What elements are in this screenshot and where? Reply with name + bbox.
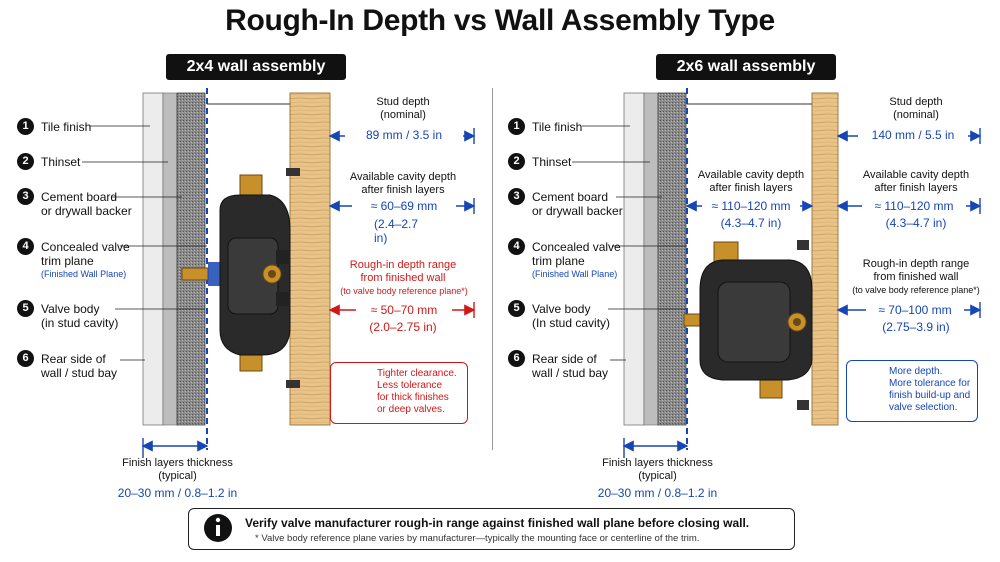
benefit-line: valve selection. bbox=[889, 402, 958, 413]
stud-depth-value: 89 mm / 3.5 in bbox=[345, 128, 463, 142]
panel-heading-2x4: 2x4 wall assembly bbox=[166, 54, 346, 80]
cement-board-layer bbox=[176, 92, 206, 426]
rough-in-subtitle: from finished wall bbox=[360, 272, 446, 284]
stud-depth-value: 140 mm / 5.5 in bbox=[858, 128, 968, 142]
callout-label: Rear side of bbox=[41, 352, 106, 366]
clearance-benefit-box: More depth. More tolerance for finish bu… bbox=[846, 360, 978, 422]
stud-depth-subtitle: (nominal) bbox=[893, 109, 939, 121]
callout-label: Valve body bbox=[532, 302, 591, 316]
rough-in-note: (to valve body reference plane*) bbox=[340, 286, 468, 296]
note-main-text: Verify valve manufacturer rough-in range… bbox=[245, 516, 750, 530]
finish-layers-title: Finish layers thickness bbox=[602, 457, 713, 469]
callout-sublabel: (Finished Wall Plane) bbox=[532, 269, 618, 279]
stud bbox=[289, 92, 331, 426]
rough-in-value: ≈ 50–70 mm bbox=[356, 303, 452, 317]
inner-cavity-title: Available cavity depth bbox=[697, 169, 805, 181]
panel-heading-2x6: 2x6 wall assembly bbox=[656, 54, 836, 80]
callout-label: Cement board bbox=[532, 190, 609, 204]
callout-label-line2: wall / stud bay bbox=[41, 366, 118, 380]
callout-number: 3 bbox=[508, 188, 525, 205]
callout-label: Valve body bbox=[41, 302, 100, 316]
callout-label-line2: (in stud cavity) bbox=[41, 316, 119, 330]
rough-in-note: (to valve body reference plane*) bbox=[852, 285, 980, 295]
cavity-depth-subtitle: after finish layers bbox=[874, 182, 958, 194]
inner-cavity-subtitle: after finish layers bbox=[709, 182, 793, 194]
note-footnote: * Valve body reference plane varies by m… bbox=[255, 533, 700, 544]
clearance-warning-box: Tighter clearance. Less tolerance for th… bbox=[330, 362, 468, 424]
wall-2x6 bbox=[572, 88, 982, 458]
bracket-bottom bbox=[286, 380, 300, 388]
callout-label-line2: trim plane bbox=[41, 254, 94, 268]
callout-label: Concealed valve bbox=[532, 240, 621, 254]
stud-depth-title: Stud depth bbox=[376, 96, 430, 108]
warning-line: or deep valves. bbox=[377, 404, 445, 415]
callout-number: 3 bbox=[17, 188, 34, 205]
callout-label: Thinset bbox=[41, 155, 81, 169]
stud-depth-subtitle: (nominal) bbox=[380, 109, 426, 121]
rough-in-value-imperial: (2.75–3.9 in) bbox=[882, 320, 950, 334]
rough-in-title: Rough-in depth range bbox=[862, 258, 970, 270]
cavity-depth-title: Available cavity depth bbox=[349, 171, 457, 183]
callout-number: 1 bbox=[508, 118, 525, 135]
callout-number: 1 bbox=[17, 118, 34, 135]
wall-2x4 bbox=[82, 88, 476, 458]
finish-layers-subtitle: (typical) bbox=[638, 470, 677, 482]
callout-label: Tile finish bbox=[532, 120, 583, 134]
rough-in-title: Rough-in depth range bbox=[349, 259, 457, 271]
rough-in-subtitle: from finished wall bbox=[873, 271, 959, 283]
valve-2x6 bbox=[683, 240, 813, 410]
warning-line: Tighter clearance. bbox=[377, 368, 457, 379]
callout-label: Rear side of bbox=[532, 352, 597, 366]
benefit-line: More depth. bbox=[889, 366, 943, 377]
rough-in-value-imperial: (2.0–2.75 in) bbox=[369, 320, 437, 334]
callout-number: 2 bbox=[508, 153, 525, 170]
callout-label-line2: wall / stud bay bbox=[532, 366, 609, 380]
benefit-line: More tolerance for bbox=[889, 378, 971, 389]
inner-cavity-value-imperial: (4.3–4.7 in) bbox=[720, 216, 782, 230]
bracket-top bbox=[286, 168, 300, 176]
callout-number: 6 bbox=[508, 350, 525, 367]
tile-layer bbox=[142, 92, 164, 426]
callout-label-line2: or drywall backer bbox=[532, 204, 623, 218]
warning-line: Less tolerance bbox=[377, 380, 443, 391]
inner-cavity-value: ≈ 110–120 mm bbox=[702, 199, 800, 213]
cavity-depth-title: Available cavity depth bbox=[862, 169, 970, 181]
callout-label: Tile finish bbox=[41, 120, 92, 134]
callout-sublabel: (Finished Wall Plane) bbox=[41, 269, 127, 279]
cavity-depth-value-imperial: (2.4–2.7 in) bbox=[374, 217, 419, 245]
valve-2x4 bbox=[181, 174, 291, 372]
finish-layers-subtitle: (typical) bbox=[158, 470, 197, 482]
callout-label-line2: or drywall backer bbox=[41, 204, 132, 218]
callout-label: Cement board bbox=[41, 190, 118, 204]
callout-number: 2 bbox=[17, 153, 34, 170]
stud-depth-title: Stud depth bbox=[889, 96, 943, 108]
cavity-depth-value: ≈ 60–69 mm bbox=[352, 199, 456, 213]
finish-layers-value: 20–30 mm / 0.8–1.2 in bbox=[117, 486, 238, 500]
callout-number: 4 bbox=[17, 238, 34, 255]
page-title: Rough-In Depth vs Wall Assembly Type bbox=[225, 4, 775, 37]
callout-label-line2: (In stud cavity) bbox=[532, 316, 611, 330]
callout-label: Thinset bbox=[532, 155, 572, 169]
callout-label-line2: trim plane bbox=[532, 254, 585, 268]
rough-in-value: ≈ 70–100 mm bbox=[866, 303, 964, 317]
callout-number: 6 bbox=[17, 350, 34, 367]
warning-line: for thick finishes bbox=[377, 392, 449, 403]
finish-layers-value: 20–30 mm / 0.8–1.2 in bbox=[597, 486, 718, 500]
panel-divider bbox=[492, 88, 493, 450]
verification-note: Verify valve manufacturer rough-in range… bbox=[188, 508, 795, 550]
cavity-depth-value-imperial: (4.3–4.7 in) bbox=[885, 216, 947, 230]
cavity-depth-value: ≈ 110–120 mm bbox=[862, 199, 966, 213]
thinset-layer bbox=[162, 92, 178, 426]
callout-number: 5 bbox=[508, 300, 525, 317]
finish-layers-title: Finish layers thickness bbox=[122, 457, 233, 469]
benefit-line: finish build-up and bbox=[889, 390, 971, 401]
callout-number: 5 bbox=[17, 300, 34, 317]
callout-label: Concealed valve bbox=[41, 240, 130, 254]
callout-number: 4 bbox=[508, 238, 525, 255]
cavity-depth-subtitle: after finish layers bbox=[361, 184, 445, 196]
